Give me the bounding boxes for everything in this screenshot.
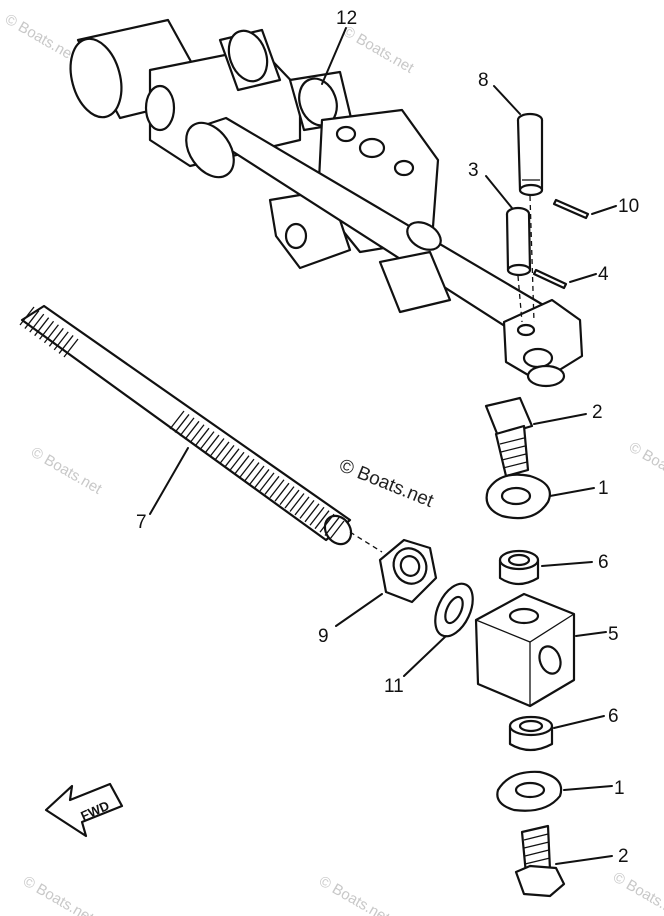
thread-line <box>204 434 220 454</box>
assembly-line-pin-3 <box>517 275 523 323</box>
callout-6-upper: 6 <box>598 552 609 573</box>
thread-line <box>39 320 55 340</box>
thread-line <box>284 489 300 509</box>
thread-line <box>189 424 205 444</box>
callout-4: 4 <box>598 264 609 285</box>
callout-12: 12 <box>336 8 357 29</box>
part-12-bracket-assembly <box>69 18 584 388</box>
callout-8: 8 <box>478 70 489 91</box>
thread-line <box>319 513 335 533</box>
callout-11: 11 <box>384 676 404 697</box>
part-6-bushing-upper <box>498 549 593 586</box>
thread-line <box>24 310 40 329</box>
part-6-bushing-lower <box>508 715 605 752</box>
thread-line <box>194 427 210 447</box>
part-1-washer-lower <box>496 770 613 812</box>
fwd-direction-arrow: FWD <box>44 782 124 838</box>
watermark-faint-bottom-left: © Boats.net <box>20 873 97 916</box>
watermark-faint-bottom-right: © Boats.net <box>610 869 664 916</box>
part-9-nut <box>335 538 438 627</box>
watermark-main: © Boats.net <box>336 455 437 512</box>
thread-line <box>169 410 185 430</box>
thread-line <box>43 324 59 344</box>
thread-line <box>244 462 260 481</box>
callout-5: 5 <box>608 624 619 645</box>
thread-line <box>249 465 265 485</box>
watermark-faint-top-left: © Boats.net <box>2 11 79 65</box>
callout-9: 9 <box>318 626 329 647</box>
thread-line <box>179 417 195 437</box>
thread-line <box>304 503 320 523</box>
callout-2-lower: 2 <box>618 846 629 867</box>
thread-line <box>229 451 245 471</box>
callout-3: 3 <box>468 160 479 181</box>
thread-line <box>299 499 315 519</box>
callout-1-upper: 1 <box>598 478 609 499</box>
thread-line <box>279 486 295 506</box>
thread-line <box>48 327 64 347</box>
thread-line <box>63 338 79 358</box>
part-10-cotter-pin <box>552 198 617 220</box>
thread-line <box>259 472 275 492</box>
callout-1-lower: 1 <box>614 778 625 799</box>
thread-line <box>269 479 285 499</box>
thread-line <box>314 510 330 530</box>
thread-line <box>309 506 325 526</box>
part-11-washer <box>403 582 474 677</box>
thread-line <box>324 517 340 536</box>
thread-line <box>254 469 270 488</box>
part-8-pin <box>493 85 544 197</box>
part-7-threaded-rod <box>19 304 383 553</box>
thread-line <box>214 441 230 461</box>
thread-line <box>199 431 215 451</box>
thread-line <box>29 313 45 333</box>
thread-line <box>239 458 255 478</box>
thread-line <box>329 520 345 540</box>
part-1-washer-upper <box>485 473 595 520</box>
callout-2-upper: 2 <box>592 402 603 423</box>
thread-line <box>19 306 35 326</box>
callout-7: 7 <box>136 512 147 533</box>
thread-line <box>289 493 305 512</box>
watermark-faint-top-center: © Boats.net <box>340 23 417 77</box>
thread-line <box>58 335 74 354</box>
thread-line <box>219 444 235 464</box>
thread-line <box>264 475 280 495</box>
part-2-bolt-upper <box>484 396 587 478</box>
thread-line <box>274 482 290 502</box>
watermark-faint-bottom-center: © Boats.net <box>316 873 393 916</box>
thread-line <box>209 438 225 457</box>
part-4-cotter-pin <box>532 268 597 290</box>
part-3-pin <box>485 175 532 277</box>
thread-line <box>294 496 310 516</box>
thread-line <box>174 414 190 433</box>
watermark-faint-left: © Boats.net <box>28 444 105 498</box>
callout-10: 10 <box>618 196 639 217</box>
thread-line <box>234 455 250 475</box>
part-2-bolt-lower <box>514 824 613 898</box>
callout-6-lower: 6 <box>608 706 619 727</box>
thread-line <box>184 420 200 440</box>
thread-line <box>53 331 69 351</box>
assembly-line-pin-8 <box>529 195 535 323</box>
watermark-faint-right: © Boats.net <box>626 439 664 493</box>
thread-line <box>224 448 240 468</box>
part-5-block <box>474 592 607 708</box>
thread-line <box>34 317 50 337</box>
